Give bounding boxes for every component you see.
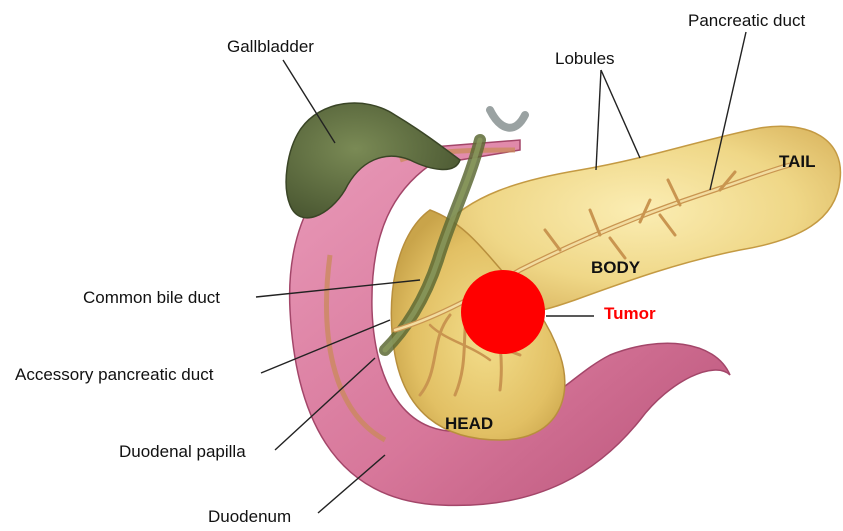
label-tail: TAIL <box>779 153 816 170</box>
label-lobules: Lobules <box>555 50 615 67</box>
label-duodenum: Duodenum <box>208 508 291 525</box>
label-body: BODY <box>591 259 640 276</box>
label-pancreatic-duct: Pancreatic duct <box>688 12 805 29</box>
tumor-marker <box>461 270 545 354</box>
label-tumor: Tumor <box>604 305 656 322</box>
label-common-bile-duct: Common bile duct <box>83 289 220 306</box>
label-accessory-pancreatic-duct: Accessory pancreatic duct <box>15 366 213 383</box>
label-duodenal-papilla: Duodenal papilla <box>119 443 246 460</box>
label-head: HEAD <box>445 415 493 432</box>
label-gallbladder: Gallbladder <box>227 38 314 55</box>
